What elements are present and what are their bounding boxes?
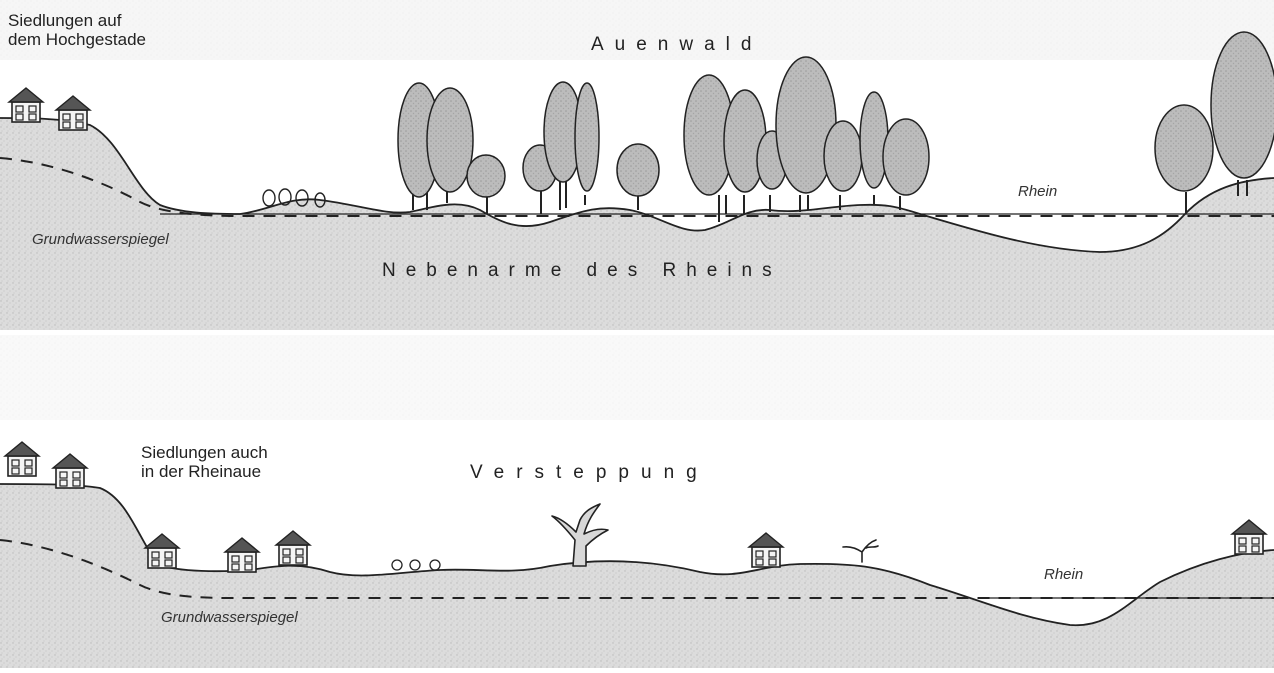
bottom-house-icon bbox=[225, 538, 259, 572]
top-house-icon bbox=[9, 88, 43, 122]
bottom-groundwater-label: Grundwasserspiegel bbox=[161, 609, 298, 626]
bottom-house-icon bbox=[5, 442, 39, 476]
bottom-river-label: Rhein bbox=[1044, 566, 1083, 583]
bottom-house-icon bbox=[1232, 520, 1266, 554]
tree-crown-icon bbox=[427, 88, 473, 192]
bottom-house-icon bbox=[276, 531, 310, 565]
side-arms-label: Nebenarme des Rheins bbox=[382, 260, 782, 282]
tree-crown-icon bbox=[1155, 105, 1213, 191]
dead-shrub-icon bbox=[843, 540, 878, 562]
top-groundwater-label: Grundwasserspiegel bbox=[32, 231, 169, 248]
tree-crown-icon bbox=[1211, 32, 1274, 178]
steppe-label: Versteppung bbox=[470, 462, 709, 484]
dead-tree-icon bbox=[552, 504, 608, 566]
top-river-label: Rhein bbox=[1018, 183, 1057, 200]
bottom-house-icon bbox=[53, 454, 87, 488]
top-settlements-label: Siedlungen auf dem Hochgestade bbox=[8, 11, 146, 49]
tree-crown-icon bbox=[467, 155, 505, 197]
bottom-house-icon bbox=[145, 534, 179, 568]
bottom-settlements-label: Siedlungen auch in der Rheinaue bbox=[141, 443, 268, 481]
top-house-icon bbox=[56, 96, 90, 130]
tree-crown-icon bbox=[883, 119, 929, 195]
top-settlements-label-line2: dem Hochgestade bbox=[8, 30, 146, 49]
tree-crown-icon bbox=[860, 92, 888, 188]
bottom-settlements-label-line2: in der Rheinaue bbox=[141, 462, 268, 481]
bottom-shrubs-icon bbox=[392, 560, 440, 570]
tree-crown-icon bbox=[575, 83, 599, 191]
tree-crown-icon bbox=[824, 121, 862, 191]
bottom-house-icon bbox=[749, 533, 783, 567]
forest-label: Auenwald bbox=[591, 34, 762, 56]
tree-crown-icon bbox=[617, 144, 659, 196]
top-trees bbox=[398, 32, 1274, 222]
bottom-settlements-label-line1: Siedlungen auch bbox=[141, 443, 268, 462]
top-settlements-label-line1: Siedlungen auf bbox=[8, 11, 146, 30]
